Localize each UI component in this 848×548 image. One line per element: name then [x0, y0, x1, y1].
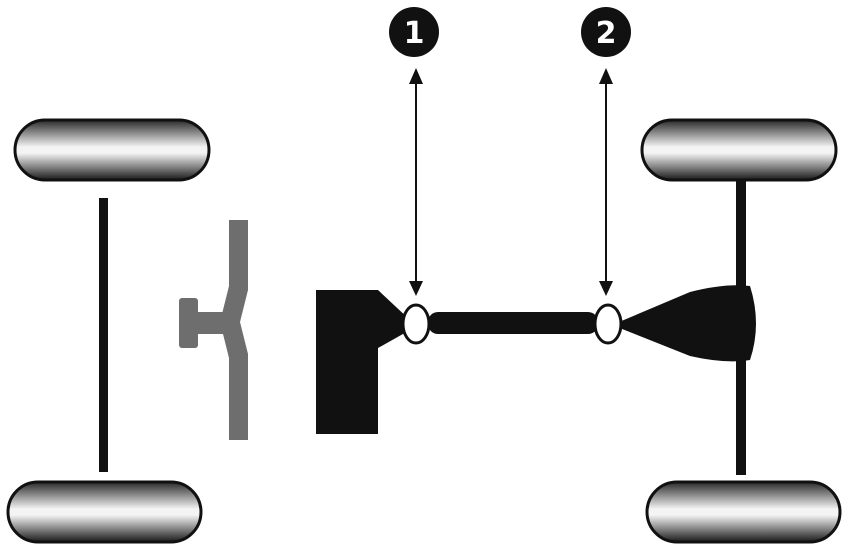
leader-arrow-2 — [599, 68, 613, 296]
front-universal-joint — [401, 303, 431, 345]
flywheel-assembly — [179, 220, 248, 440]
drive-shaft — [428, 312, 598, 334]
arrow-down-icon — [409, 281, 423, 296]
callout-1: 1 — [389, 7, 439, 57]
rear-left-wheel — [640, 118, 838, 182]
transmission — [316, 290, 410, 434]
callout-2: 2 — [581, 7, 631, 57]
front-right-wheel — [6, 480, 203, 544]
flywheel-plate — [220, 220, 248, 440]
rear-universal-joint — [593, 303, 623, 345]
front-left-wheel — [13, 118, 211, 182]
front-axle-shaft — [99, 198, 108, 472]
callout-marker-icon — [581, 7, 631, 57]
differential — [612, 285, 756, 362]
arrow-down-icon — [599, 281, 613, 296]
arrow-up-icon — [599, 68, 613, 84]
callout-2-label: 2 — [596, 16, 617, 51]
callout-marker-icon — [389, 7, 439, 57]
crankshaft-stub — [179, 298, 198, 348]
leader-arrow-1 — [409, 68, 423, 296]
rear-right-wheel — [645, 480, 842, 544]
arrow-up-icon — [409, 68, 423, 84]
callout-1-label: 1 — [404, 16, 425, 51]
crankshaft-neck — [194, 312, 224, 334]
front-axle — [99, 198, 108, 472]
